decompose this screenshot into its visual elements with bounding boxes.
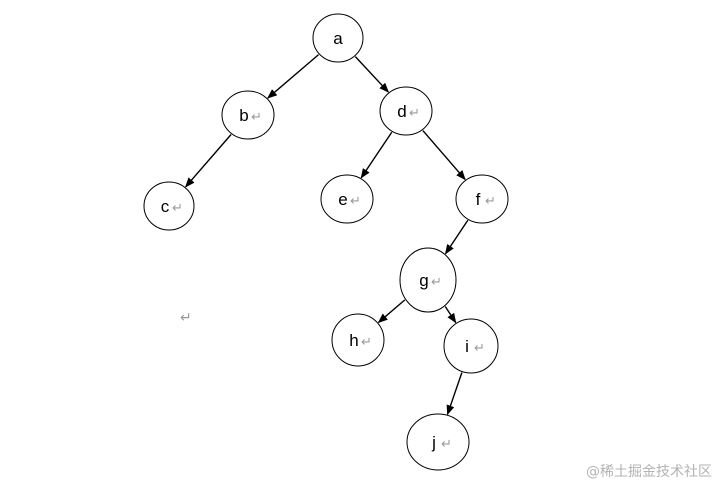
node-b: b↵ <box>221 90 275 140</box>
paragraph-mark: ↵ <box>409 106 420 121</box>
edge-g-h <box>377 299 406 324</box>
edge-i-j <box>446 372 463 416</box>
node-circle <box>320 174 374 224</box>
node-circle <box>379 86 433 136</box>
node-h: h↵ <box>331 313 385 367</box>
node-circle <box>406 413 470 471</box>
nodes: ab↵d↵c↵e↵f↵g↵h↵i↵j↵ <box>143 13 509 471</box>
node-label: a <box>333 29 343 48</box>
edge-g-i <box>444 306 457 324</box>
edge-f-g <box>444 219 469 255</box>
node-circle <box>221 90 275 140</box>
node-label: f <box>476 190 481 209</box>
paragraph-mark: ↵ <box>172 201 183 216</box>
paragraph-mark: ↵ <box>251 110 262 125</box>
paragraph-mark: ↵ <box>474 341 485 356</box>
node-label: e <box>338 190 347 209</box>
node-label: j <box>431 433 436 452</box>
edge-a-d <box>354 56 390 93</box>
node-label: i <box>465 337 469 356</box>
edge-b-c <box>185 134 232 188</box>
node-a: a <box>312 13 364 63</box>
paragraph-mark: ↵ <box>350 194 361 209</box>
node-circle <box>331 313 385 367</box>
paragraph-mark: ↵ <box>180 310 192 326</box>
node-i: i↵ <box>443 318 499 374</box>
node-circle <box>312 13 364 63</box>
node-d: d↵ <box>379 86 433 136</box>
node-label: d <box>397 102 406 121</box>
paragraph-mark: ↵ <box>431 275 442 290</box>
node-circle <box>443 318 499 374</box>
node-circle <box>143 181 195 231</box>
node-j: j↵ <box>406 413 470 471</box>
paragraph-mark: ↵ <box>361 335 372 350</box>
node-f: f↵ <box>455 174 509 224</box>
paragraph-mark: ↵ <box>441 437 452 452</box>
node-circle <box>399 247 457 313</box>
edges <box>185 54 469 416</box>
node-circle <box>455 174 509 224</box>
watermark: @稀土掘金技术社区 <box>586 464 712 480</box>
node-label: b <box>239 106 248 125</box>
edge-d-f <box>422 130 466 181</box>
node-label: h <box>349 331 358 350</box>
node-label: c <box>161 197 170 216</box>
edge-a-b <box>267 54 320 99</box>
node-g: g↵ <box>399 247 457 313</box>
node-c: c↵ <box>143 181 195 231</box>
node-label: g <box>419 271 428 290</box>
edge-d-e <box>360 131 393 179</box>
node-e: e↵ <box>320 174 374 224</box>
paragraph-mark: ↵ <box>485 194 496 209</box>
